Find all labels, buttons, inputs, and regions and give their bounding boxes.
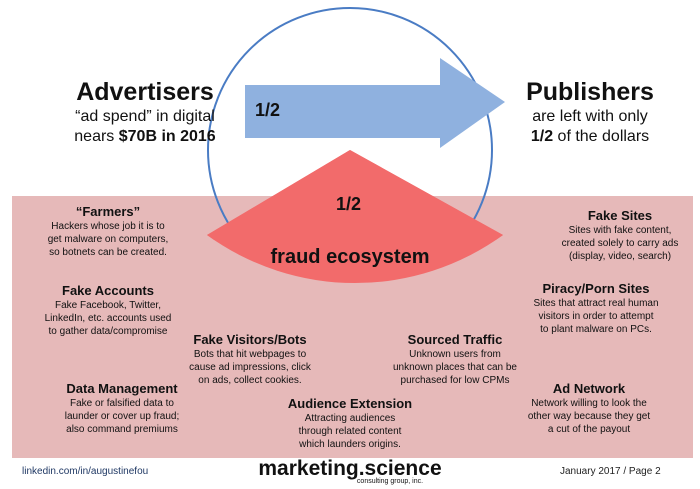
wedge-fraction: 1/2 (336, 194, 362, 214)
block-data-management: Data Management Fake or falsified data t… (22, 381, 222, 436)
block-line: Unknown users from (409, 349, 501, 360)
block-line: through related content (298, 426, 402, 437)
block-title: Fake Sites (587, 208, 653, 223)
flow-arrow (245, 58, 505, 148)
block-title: Fake Accounts (62, 283, 154, 298)
logo-subtitle: consulting group, inc. (356, 478, 424, 485)
block-line: Bots that hit webpages to (193, 349, 307, 360)
block-line: (display, video, search) (568, 251, 672, 262)
block-title: Audience Extension (287, 396, 413, 411)
block-title: “Farmers” (75, 204, 141, 219)
block-title: Sourced Traffic (407, 332, 503, 347)
block-title: Ad Network (552, 381, 626, 396)
advertisers-title: Advertisers (76, 78, 214, 106)
block-line: Hackers whose job it is to (51, 221, 165, 232)
logo: marketing.science (258, 457, 442, 480)
block-sourced-traffic: Sourced Traffic Unknown users from unkno… (355, 332, 555, 387)
block-line: Sites that attract real human (533, 298, 659, 309)
block-line: other way because they get (527, 411, 651, 422)
block-line: also command premiums (66, 424, 178, 435)
block-line: to gather data/compromise (48, 326, 168, 337)
advertisers-block: Advertisers “ad spend” in digital nears … (50, 78, 240, 147)
linkedin-link[interactable]: linkedin.com/in/augustinefou (22, 466, 149, 477)
wedge-label: fraud ecosystem (270, 246, 430, 268)
block-line: Sites with fake content, (568, 225, 672, 236)
publishers-line1: are left with only (532, 108, 648, 125)
block-ad-network: Ad Network Network willing to look the o… (489, 381, 689, 436)
block-line: get malware on computers, (47, 234, 169, 245)
block-line: Fake Facebook, Twitter, (55, 300, 161, 311)
block-line: so botnets can be created. (49, 247, 167, 258)
block-line: Fake or falsified data to (70, 398, 174, 409)
block-line: created solely to carry ads (561, 238, 679, 249)
block-line: visitors in order to attempt (538, 311, 654, 322)
block-line: to plant malware on PCs. (540, 324, 652, 335)
block-piracy-sites: Piracy/Porn Sites Sites that attract rea… (496, 281, 696, 336)
block-farmers: “Farmers” Hackers whose job it is to get… (8, 204, 208, 259)
page-number: January 2017 / Page 2 (560, 466, 661, 477)
block-title: Data Management (66, 381, 178, 396)
block-line: LinkedIn, etc. accounts used (44, 313, 172, 324)
block-title: Piracy/Porn Sites (542, 281, 650, 296)
block-line: Attracting audiences (304, 413, 396, 424)
arrow-label: 1/2 (255, 100, 281, 120)
block-line: which launders origins. (299, 439, 401, 450)
advertisers-amount: $70B in 2016 (118, 128, 216, 145)
advertisers-line2-pre: nears (74, 128, 119, 145)
block-audience-extension: Audience Extension Attracting audiences … (250, 396, 450, 451)
block-title: Fake Visitors/Bots (193, 332, 307, 347)
block-line: cause ad impressions, click (189, 362, 311, 373)
publishers-title: Publishers (526, 78, 654, 106)
block-line: purchased for low CPMs (400, 375, 510, 386)
advertisers-line1: “ad spend” in digital (75, 108, 215, 125)
block-fake-sites: Fake Sites Sites with fake content, crea… (520, 208, 700, 263)
publishers-fraction: 1/2 (530, 128, 554, 145)
block-fake-visitors: Fake Visitors/Bots Bots that hit webpage… (150, 332, 350, 387)
publishers-line2-post: of the dollars (553, 128, 650, 145)
block-line: launder or cover up fraud; (64, 411, 180, 422)
block-line: Network willing to look the (531, 398, 647, 409)
block-line: on ads, collect cookies. (198, 375, 302, 386)
block-line: unknown places that can be (393, 362, 517, 373)
block-line: a cut of the payout (547, 424, 631, 435)
block-fake-accounts: Fake Accounts Fake Facebook, Twitter, Li… (8, 283, 208, 338)
publishers-block: Publishers are left with only 1/2 of the… (495, 78, 685, 147)
